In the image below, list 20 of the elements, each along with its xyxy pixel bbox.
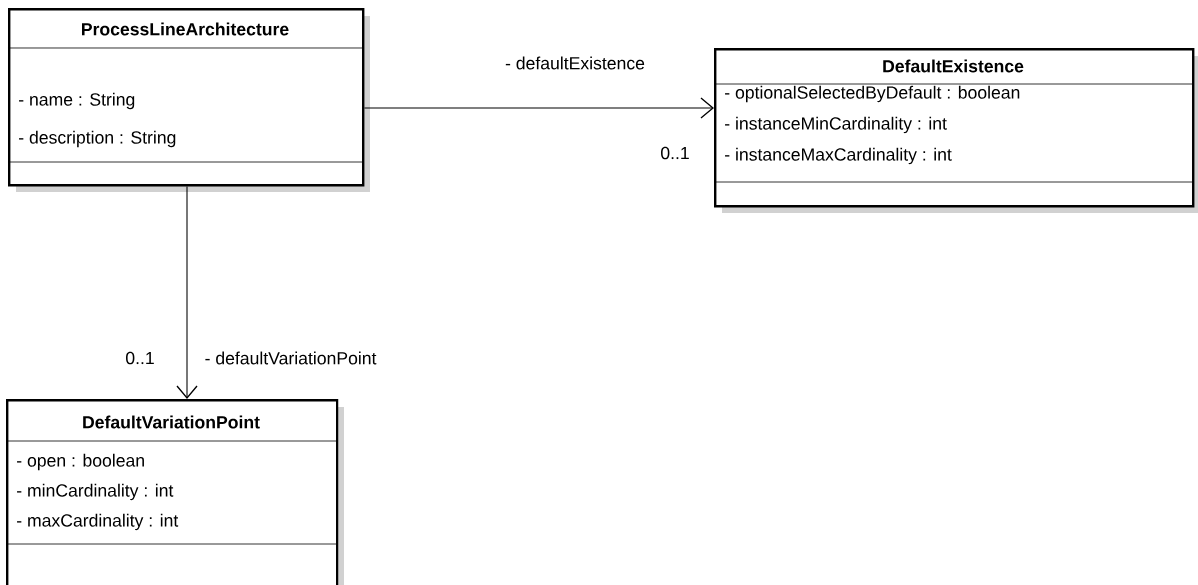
edge-label: - defaultExistence: [503, 55, 647, 71]
attribute: - open : boolean: [17, 453, 144, 471]
class-box: [5, 399, 344, 585]
attribute: - optionalSelectedByDefault : boolean: [725, 85, 1020, 103]
class-name: ProcessLineArchitecture: [82, 22, 289, 36]
attribute: - minCardinality : int: [17, 483, 174, 501]
class-box: [713, 48, 1198, 213]
attribute: - instanceMaxCardinality : int: [725, 147, 952, 165]
edge-label: - defaultVariationPoint: [203, 350, 378, 366]
arrow: [363, 97, 714, 119]
arrow: [176, 185, 198, 399]
multiplicity-label: 0..1: [661, 146, 689, 160]
class-box: [7, 8, 370, 192]
class-name: DefaultExistence: [883, 59, 1024, 73]
multiplicity-label: 0..1: [126, 351, 154, 365]
class-name: DefaultVariationPoint: [83, 415, 260, 429]
attribute: - instanceMinCardinality : int: [725, 116, 947, 134]
attribute: - name : String: [19, 92, 135, 110]
attribute: - description : String: [19, 130, 176, 148]
attribute: - maxCardinality : int: [17, 513, 179, 531]
